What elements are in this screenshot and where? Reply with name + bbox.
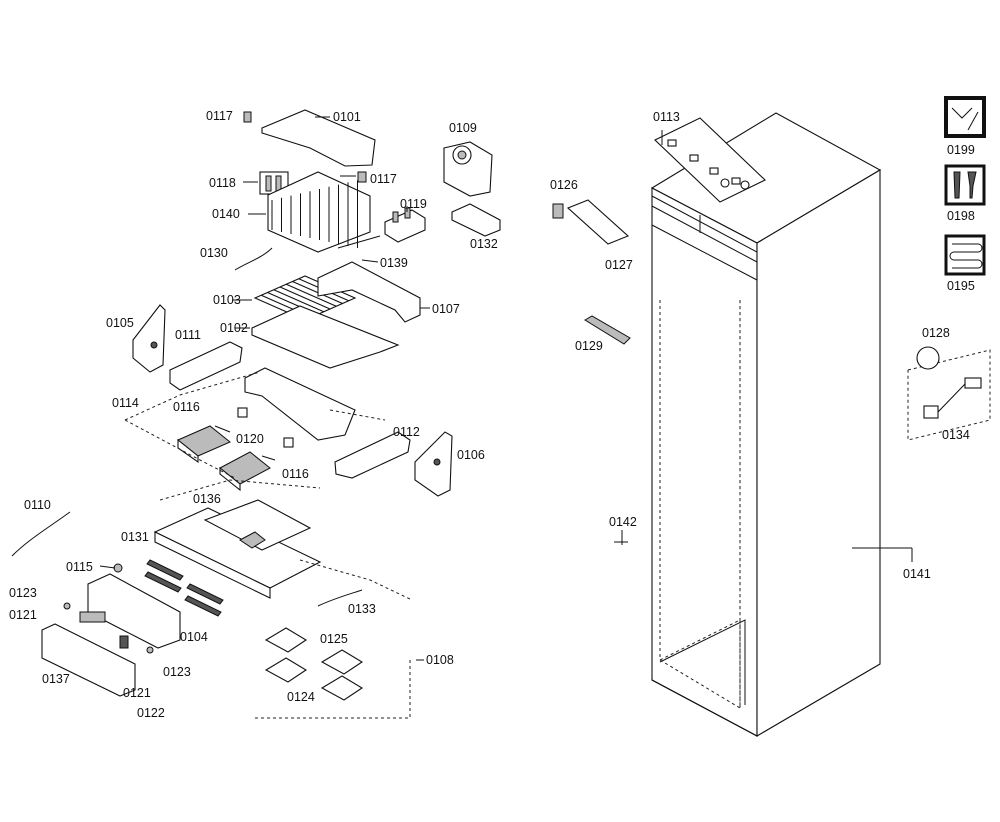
right-side-bracket [414, 431, 453, 497]
label-0116: 0116 [173, 400, 200, 414]
label-0109: 0109 [449, 121, 477, 135]
label-0123-b: 0123 [163, 665, 191, 679]
top-control-board [654, 117, 766, 203]
leader-lines [99, 116, 913, 661]
cabinet-body [650, 112, 882, 737]
seal-ring [916, 346, 940, 370]
label-0134: 0134 [942, 428, 970, 442]
leveling-foot [177, 425, 276, 492]
label-0117-b: 0117 [370, 172, 397, 186]
air-duct [244, 367, 356, 441]
knob [113, 563, 123, 573]
screw-icon [243, 111, 367, 183]
tools-icon [944, 164, 986, 206]
label-0195: 0195 [947, 279, 975, 293]
label-0107: 0107 [432, 302, 460, 316]
label-0121-b: 0121 [123, 686, 151, 700]
gasket-pads [264, 627, 364, 701]
label-0126: 0126 [550, 178, 578, 192]
label-0121: 0121 [9, 608, 37, 622]
label-0128: 0128 [922, 326, 950, 340]
left-rail [169, 341, 243, 391]
label-0137: 0137 [42, 672, 70, 686]
label-0132: 0132 [470, 237, 498, 251]
label-0114: 0114 [112, 396, 139, 410]
terminal-block [384, 207, 426, 243]
right-rail [334, 431, 411, 479]
label-0119: 0119 [400, 197, 427, 211]
trim-strip [584, 315, 631, 345]
label-0104: 0104 [180, 630, 208, 644]
fan-motor-assembly [443, 141, 493, 197]
label-0113: 0113 [653, 110, 680, 124]
label-0125: 0125 [320, 632, 348, 646]
heater-wire [337, 235, 381, 249]
label-0131: 0131 [121, 530, 149, 544]
label-0101: 0101 [333, 110, 361, 124]
label-0112: 0112 [393, 425, 420, 439]
label-0124: 0124 [287, 690, 315, 704]
label-0111: 0111 [175, 328, 201, 342]
label-0106: 0106 [457, 448, 485, 462]
clip-bracket [451, 203, 501, 237]
bottom-wire [317, 589, 363, 607]
wrench-screwdriver-icon [944, 96, 986, 138]
hinge-assembly [923, 377, 982, 419]
nut-icon [237, 407, 294, 448]
label-0127: 0127 [605, 258, 633, 272]
label-0115: 0115 [66, 560, 93, 574]
front-panel [41, 623, 136, 697]
label-0105: 0105 [106, 316, 134, 330]
label-0130: 0130 [200, 246, 228, 260]
label-0116-b: 0116 [282, 467, 309, 481]
label-0136: 0136 [193, 492, 221, 506]
label-0120: 0120 [236, 432, 264, 446]
label-0117: 0117 [206, 109, 233, 123]
label-0199: 0199 [947, 143, 975, 157]
label-0102: 0102 [220, 321, 248, 335]
left-side-bracket [132, 304, 166, 373]
label-0110: 0110 [24, 498, 51, 512]
label-0123: 0123 [9, 586, 37, 600]
label-0140: 0140 [212, 207, 240, 221]
drain-tray [317, 261, 421, 323]
label-0139: 0139 [380, 256, 408, 270]
label-0103: 0103 [213, 293, 241, 307]
label-0129: 0129 [575, 339, 603, 353]
light-cover [566, 199, 630, 245]
label-0133: 0133 [348, 602, 376, 616]
label-0118: 0118 [209, 176, 236, 190]
evaporator-pan [251, 305, 400, 369]
sensor-wire [234, 247, 273, 271]
evaporator-coil [267, 171, 371, 253]
cover-plate [261, 109, 376, 167]
label-0142: 0142 [609, 515, 637, 529]
label-0122: 0122 [137, 706, 165, 720]
label-0198: 0198 [947, 209, 975, 223]
door-switch [552, 203, 564, 219]
label-0108: 0108 [426, 653, 454, 667]
screw-icon [63, 602, 154, 654]
coil-icon [944, 234, 986, 276]
power-wire [11, 511, 71, 557]
connector-strips [144, 559, 224, 617]
label-0141: 0141 [903, 567, 931, 581]
control-frame [153, 499, 322, 599]
